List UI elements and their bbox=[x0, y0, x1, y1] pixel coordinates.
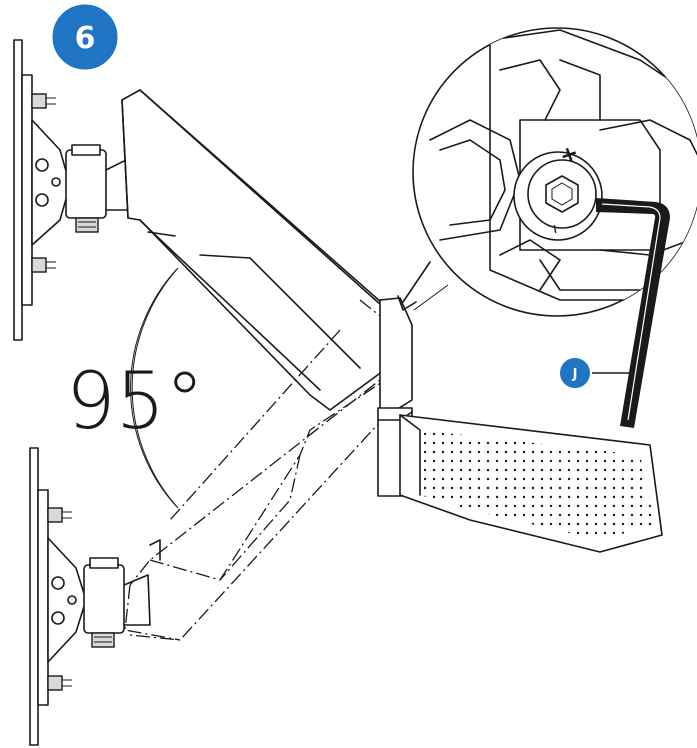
hex-key-icon bbox=[596, 198, 670, 428]
arm-upper-position bbox=[121, 89, 401, 411]
step-badge: 6 bbox=[49, 1, 121, 73]
monitor-screen bbox=[399, 414, 663, 553]
detail-pointer-arrow bbox=[397, 261, 431, 311]
upper-wall-plate bbox=[13, 39, 71, 341]
callout-letter: J bbox=[572, 367, 578, 382]
tension-minus-symbol: – bbox=[544, 222, 569, 236]
step-number: 6 bbox=[75, 21, 96, 56]
detail-callout-circle: + – bbox=[412, 27, 697, 317]
angle-label: 95° bbox=[66, 357, 204, 447]
tension-adjust-bolt-icon bbox=[513, 151, 603, 241]
lower-wall-plate bbox=[29, 447, 87, 746]
upper-pivot-joint bbox=[65, 144, 131, 233]
angle-arc-inner bbox=[130, 269, 177, 507]
callout-badge-j: J bbox=[558, 356, 592, 390]
angle-arc bbox=[131, 267, 179, 509]
lower-pivot-joint bbox=[83, 539, 161, 648]
vesa-head-bracket bbox=[377, 297, 413, 497]
detail-pointer-line bbox=[413, 284, 449, 311]
